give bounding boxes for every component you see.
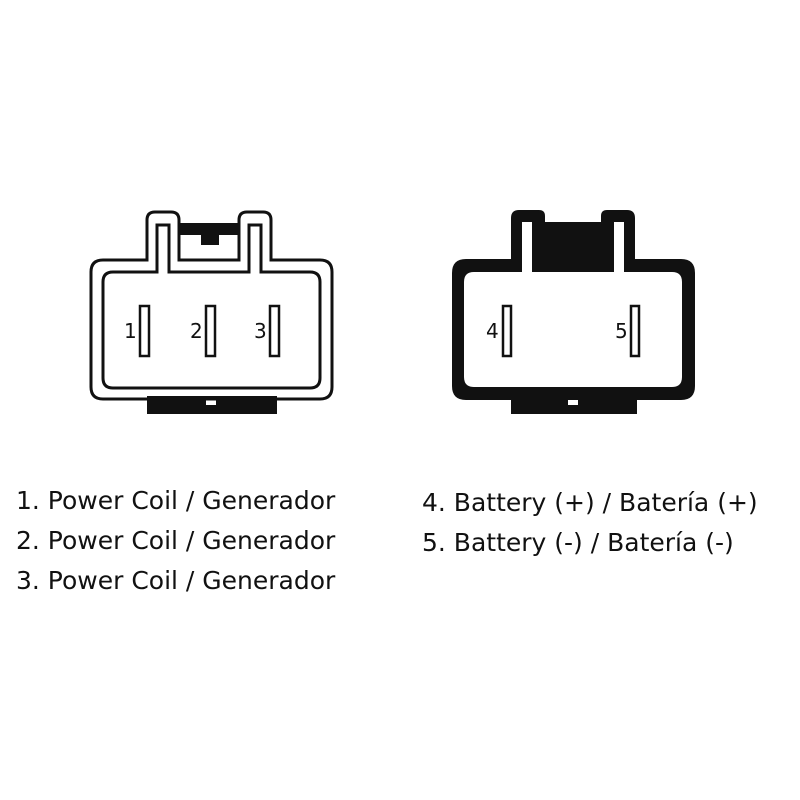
connector-b-latch-slot <box>568 400 578 405</box>
pin-2-terminal <box>204 304 217 358</box>
connector-b-key-notch <box>564 236 582 244</box>
pin-1-number: 1 <box>124 319 137 343</box>
connector-a-top-bar <box>180 223 240 235</box>
connector-three-pin: 1 2 3 <box>89 210 334 414</box>
pin-2-number: 2 <box>190 319 203 343</box>
legend-item-5: 5. Battery (-) / Batería (-) <box>422 528 734 557</box>
pin-1-terminal <box>138 304 151 358</box>
pin-3-terminal <box>268 304 281 358</box>
connector-a-inner-housing <box>101 223 322 390</box>
connector-a-housing <box>89 210 334 401</box>
legend-pins-1-3: 1. Power Coil / Generador 2. Power Coil … <box>16 481 335 601</box>
pin-3-number: 3 <box>254 319 267 343</box>
pin-4-terminal <box>501 304 513 358</box>
connector-b-housing <box>452 210 695 400</box>
pin-5-number: 5 <box>615 319 628 343</box>
legend-item-3: 3. Power Coil / Generador <box>16 566 336 595</box>
pin-5-terminal <box>629 304 641 358</box>
connector-a-latch-slot <box>206 400 216 405</box>
connector-a-key-notch <box>201 235 219 245</box>
connector-two-pin: 4 5 <box>452 210 695 414</box>
legend-item-4: 4. Battery (+) / Batería (+) <box>422 488 758 517</box>
legend-item-2: 2. Power Coil / Generador <box>16 526 336 555</box>
legend-item-1: 1. Power Coil / Generador <box>16 486 336 515</box>
pin-4-number: 4 <box>486 319 499 343</box>
legend-pins-4-5: 4. Battery (+) / Batería (+) 5. Battery … <box>422 483 758 563</box>
